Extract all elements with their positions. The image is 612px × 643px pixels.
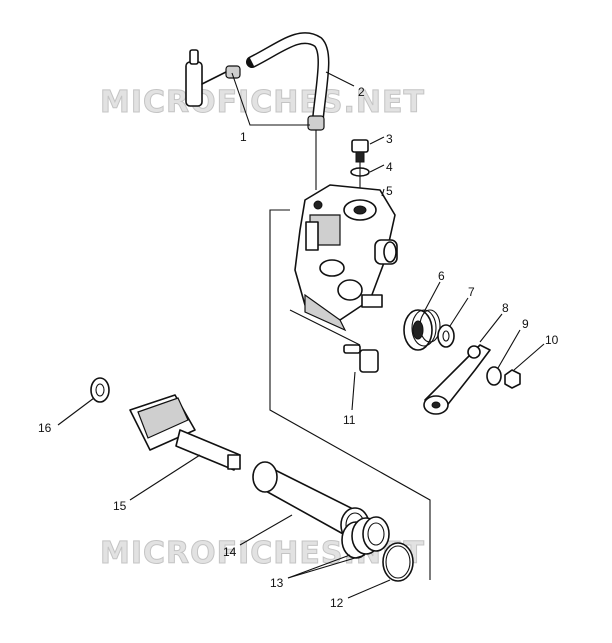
label-1: 1 [240, 130, 247, 144]
bracket-line [289, 309, 361, 346]
drive-gear-shaft [129, 394, 241, 471]
label-5: 5 [386, 184, 393, 198]
label-16: 16 [38, 421, 52, 435]
oil-hose-inner [249, 33, 328, 119]
label-6: 6 [438, 269, 445, 283]
washer-shaft [90, 377, 110, 403]
washer-lever [486, 366, 502, 386]
part-number-labels: 1 2 3 4 5 6 7 8 9 10 11 12 13 14 15 16 [38, 85, 559, 610]
label-11: 11 [343, 413, 356, 427]
label-12: 12 [330, 596, 344, 610]
washer-spring [437, 324, 455, 348]
label-15: 15 [113, 499, 127, 513]
mounting-bolt [343, 344, 379, 373]
lever-nut [504, 369, 521, 389]
watermark-top: MICROFICHES.NET [100, 85, 425, 120]
banjo-fitting [185, 49, 241, 107]
label-10: 10 [545, 333, 559, 347]
leader-lines [57, 71, 545, 599]
label-7: 7 [468, 285, 475, 299]
label-8: 8 [502, 301, 509, 315]
hose-clamp-upper [225, 65, 241, 79]
o-rings [341, 516, 390, 559]
label-2: 2 [358, 85, 365, 99]
label-9: 9 [522, 317, 529, 331]
label-14: 14 [223, 545, 237, 559]
spring [403, 309, 441, 351]
hose-clamp-lower [307, 115, 325, 131]
assembly-bracket [269, 209, 431, 580]
label-13: 13 [270, 576, 284, 590]
control-lever [423, 344, 491, 415]
bolt-top [351, 139, 369, 163]
o-ring-large [382, 542, 414, 582]
label-3: 3 [386, 132, 393, 146]
oil-pump-body [294, 184, 398, 332]
label-4: 4 [386, 160, 393, 174]
